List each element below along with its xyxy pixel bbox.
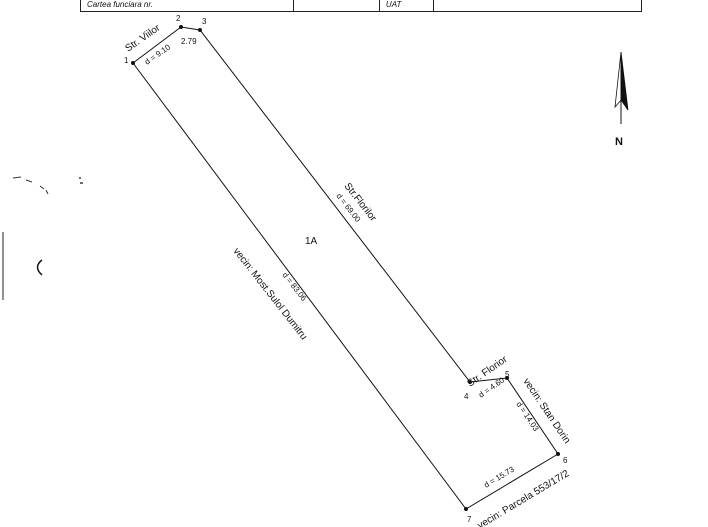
distance-label-7-1: d = 83.06 (280, 271, 308, 303)
cadastre-label: Cartea funciara nr. (87, 0, 153, 9)
vertex-markers (131, 25, 560, 511)
header-table: Cartea funciara nr. UAT (80, 0, 642, 12)
vertex-4-marker (468, 380, 472, 384)
parcel-boundary (132, 26, 559, 510)
scan-artifacts (2, 176, 83, 300)
vertex-5-marker (505, 376, 509, 380)
vertex-7-marker (464, 507, 468, 511)
vertex-5-label: 5 (505, 370, 510, 379)
distance-label-1-2: d = 9.10 (143, 42, 172, 66)
vertex-4-label: 4 (464, 392, 469, 401)
parcel-label: 1A (305, 236, 318, 247)
north-label: N (615, 136, 623, 148)
vertex-2-marker (179, 25, 183, 29)
vertex-3-label: 3 (202, 17, 207, 26)
distance-label-2-3: 2.79 (181, 37, 197, 46)
vertex-6-label: 6 (563, 456, 568, 465)
uat-cell: UAT (380, 0, 434, 11)
vertex-6-marker (556, 452, 560, 456)
vertex-7-label: 7 (467, 515, 472, 524)
uat-label: UAT (385, 0, 402, 9)
north-arrow-icon (614, 51, 629, 124)
vertex-2-label: 2 (176, 14, 181, 23)
vertex-3-marker (198, 28, 202, 32)
distance-label-6-7: d = 15.73 (482, 464, 516, 489)
cadastre-cell: Cartea funciara nr. (81, 0, 295, 11)
cadastre-value-cell (294, 0, 380, 11)
vertex-1-label: 1 (124, 56, 129, 65)
vertex-1-marker (131, 61, 135, 65)
